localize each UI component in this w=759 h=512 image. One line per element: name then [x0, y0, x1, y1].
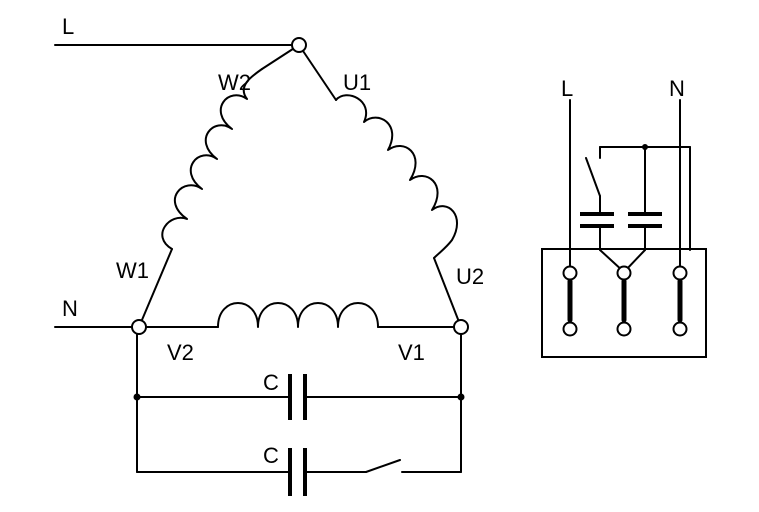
capacitor-circuit [133, 326, 465, 496]
label-v2: V2 [167, 340, 194, 365]
label-capacitor-start: C [263, 443, 279, 468]
terminal-right [453, 319, 469, 335]
box-terminal [672, 321, 688, 337]
box-terminal [672, 265, 688, 281]
label-u1: U1 [343, 70, 371, 95]
winding-u [298, 44, 462, 328]
box-label-n: N [669, 76, 685, 101]
label-w1: W1 [116, 258, 149, 283]
box-terminal [616, 265, 632, 281]
box-terminal [562, 321, 578, 337]
label-v1: V1 [398, 340, 425, 365]
box-terminal [616, 321, 632, 337]
box-terminal [562, 265, 578, 281]
box-label-l: L [561, 76, 573, 101]
label-u2: U2 [456, 264, 484, 289]
box-switch [585, 157, 601, 197]
start-switch [365, 459, 401, 473]
junction-dot [457, 393, 465, 401]
terminal-left [131, 319, 147, 335]
terminal-box-diagram: L N [541, 76, 707, 358]
label-l: L [62, 14, 74, 39]
winding-v [138, 302, 462, 328]
label-n: N [62, 296, 78, 321]
terminal-top [291, 37, 307, 53]
terminal-box [541, 248, 707, 358]
label-capacitor-run: C [263, 370, 279, 395]
label-w2: W2 [218, 70, 251, 95]
junction-dot [133, 393, 141, 401]
